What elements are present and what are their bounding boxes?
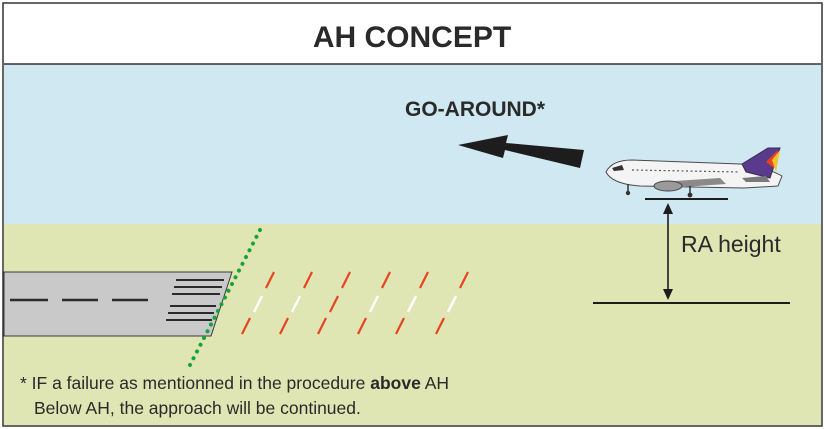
- approach-marks: [241, 271, 469, 335]
- sky-area: [4, 64, 821, 224]
- ra-height-label: RA height: [681, 231, 781, 257]
- runway: [3, 271, 233, 337]
- ah-marker-dotted-line: [188, 228, 262, 367]
- footnote-line-2: Below AH, the approach will be continued…: [34, 398, 361, 418]
- goaround-label: GO-AROUND*: [405, 98, 546, 121]
- diagram-title: AH CONCEPT: [313, 21, 511, 54]
- go-around-arrow-icon: [458, 135, 584, 168]
- ra-height-arrow: [663, 203, 673, 300]
- footnote-line-1: * IF a failure as mentionned in the proc…: [20, 373, 449, 393]
- airliner-icon: [605, 147, 783, 198]
- title-bar: [4, 4, 821, 64]
